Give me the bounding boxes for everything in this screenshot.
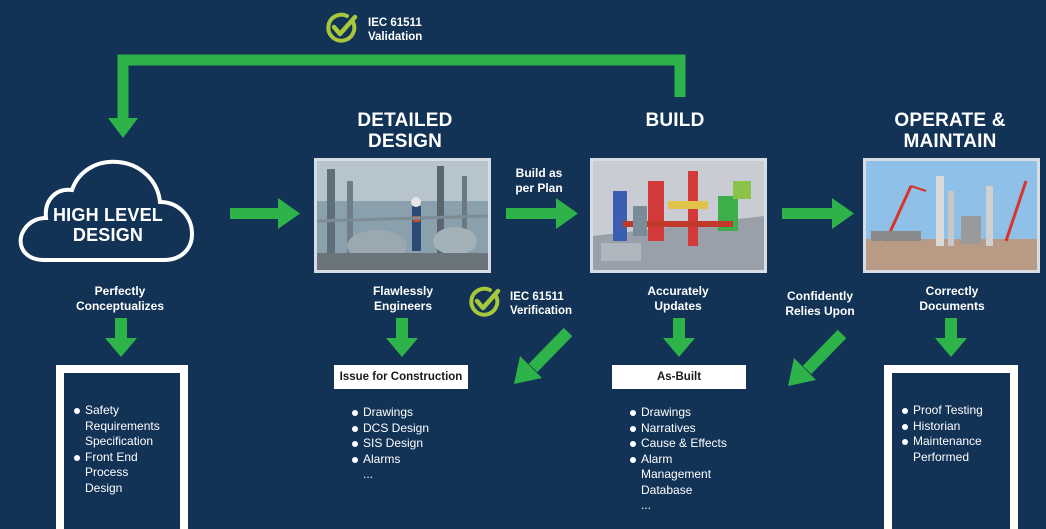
operate-caption-line1: Correctly: [925, 284, 979, 298]
operate-caption: Correctly Documents: [882, 284, 1022, 314]
validation-label: IEC 61511 Validation: [368, 16, 422, 44]
relies-line2: Relies Upon: [785, 304, 855, 318]
build-as-plan-line1: Build as: [515, 166, 563, 180]
validation-label-line2: Validation: [368, 31, 423, 43]
high-level-caption-line2: Conceptualizes: [75, 299, 165, 313]
build-as-plan-line2: per Plan: [515, 181, 563, 195]
build-as-plan-label: Build as per Plan: [503, 166, 575, 196]
list-item: Drawings: [350, 405, 429, 421]
doc-build: As-Built Drawings Narratives Cause & Eff…: [612, 365, 746, 529]
down-arrow-build: [663, 318, 695, 357]
list-item: Safety: [72, 403, 160, 419]
list-item: Performed: [913, 449, 970, 464]
build-caption: Accurately Updates: [608, 284, 748, 314]
detailed-caption-line1: Flawlessly: [372, 284, 434, 298]
detailed-design-photo: [314, 158, 491, 273]
doc-detailed-header: Issue for Construction: [334, 365, 468, 389]
build-caption-line1: Accurately: [647, 284, 709, 298]
list-item: Management: [641, 467, 712, 481]
arrow-head-build-to-operate: [832, 198, 854, 229]
operate-photo: [863, 158, 1040, 273]
high-level-title-line1: HIGH LEVEL: [52, 205, 163, 225]
detailed-caption-line2: Engineers: [373, 299, 433, 313]
verification-label-line2: Verification: [510, 305, 572, 317]
list-item: Database: [641, 482, 693, 497]
doc-high-level-list: Safety Requirements Specification Front …: [72, 403, 160, 496]
doc-operate-list: Proof Testing Historian Maintenance Perf…: [900, 403, 983, 465]
relies-line1: Confidently: [787, 289, 853, 303]
cloud-shape: [18, 159, 195, 262]
high-level-title-line2: DESIGN: [72, 225, 144, 245]
verification-label-line1: IEC 61511: [510, 291, 564, 303]
arrow-head-detailed-to-build: [556, 198, 578, 229]
doc-operate: Proof Testing Historian Maintenance Perf…: [884, 365, 1018, 529]
detailed-design-title: DETAILED DESIGN: [330, 110, 480, 152]
detailed-title-line2: DESIGN: [367, 131, 443, 152]
list-item: Historian: [900, 419, 983, 435]
detailed-caption: Flawlessly Engineers: [333, 284, 473, 314]
high-level-caption: Perfectly Conceptualizes: [50, 284, 190, 314]
refinery-image: [866, 161, 1037, 270]
list-item: DCS Design: [350, 421, 429, 437]
list-item: Drawings: [628, 405, 727, 421]
down-arrow-detailed: [386, 318, 418, 357]
down-arrow-operate: [935, 318, 967, 357]
doc-detailed-list: Drawings DCS Design SIS Design Alarms ..…: [350, 405, 429, 483]
build-caption-line2: Updates: [654, 299, 702, 313]
arrow-detailed-to-build: [506, 208, 558, 219]
verification-label: IEC 61511 Verification: [510, 290, 572, 318]
high-level-design-title: HIGH LEVEL DESIGN: [34, 205, 182, 245]
operate-title-line2: MAINTAIN: [903, 131, 997, 152]
operate-maintain-title: OPERATE & MAINTAIN: [870, 110, 1030, 152]
list-item: Specification: [85, 434, 154, 448]
build-title: BUILD: [645, 110, 705, 131]
list-item: Front End: [72, 450, 160, 466]
list-item: Cause & Effects: [628, 436, 727, 452]
list-item: ...: [641, 498, 652, 512]
list-item: Alarms: [350, 452, 429, 468]
doc-high-level: Safety Requirements Specification Front …: [56, 365, 188, 529]
list-item: Alarm: [628, 452, 727, 468]
list-item: Process: [85, 465, 129, 479]
operate-title-line1: OPERATE &: [894, 110, 1006, 131]
down-arrow-high-level: [105, 318, 137, 357]
operate-caption-line2: Documents: [919, 299, 985, 313]
diagonal-arrow-relies: [788, 329, 847, 386]
doc-build-header: As-Built: [612, 365, 746, 389]
verification-check-icon: [469, 286, 501, 317]
list-item: ...: [363, 467, 374, 481]
validation-check-icon: [326, 12, 358, 43]
doc-build-list: Drawings Narratives Cause & Effects Alar…: [628, 405, 727, 514]
validation-label-line1: IEC 61511: [368, 17, 422, 29]
list-item: SIS Design: [350, 436, 429, 452]
list-item: Requirements: [85, 418, 160, 433]
arrow-build-to-operate: [782, 208, 834, 219]
list-item: Proof Testing: [900, 403, 983, 419]
plant-interior-image: [317, 161, 488, 270]
list-item: Maintenance: [900, 434, 983, 450]
detailed-title-line1: DETAILED: [357, 110, 453, 131]
list-item: Narratives: [628, 421, 727, 437]
list-item: Design: [85, 480, 123, 495]
3d-model-image: [593, 161, 764, 270]
high-level-caption-line1: Perfectly: [94, 284, 146, 298]
diagonal-arrow-verification: [514, 327, 573, 384]
arrow-head-cloud-to-detailed: [278, 198, 300, 229]
relies-upon-label: Confidently Relies Upon: [775, 289, 865, 319]
doc-detailed: Issue for Construction Drawings DCS Desi…: [334, 365, 468, 529]
build-photo: [590, 158, 767, 273]
arrow-cloud-to-detailed: [230, 208, 280, 219]
